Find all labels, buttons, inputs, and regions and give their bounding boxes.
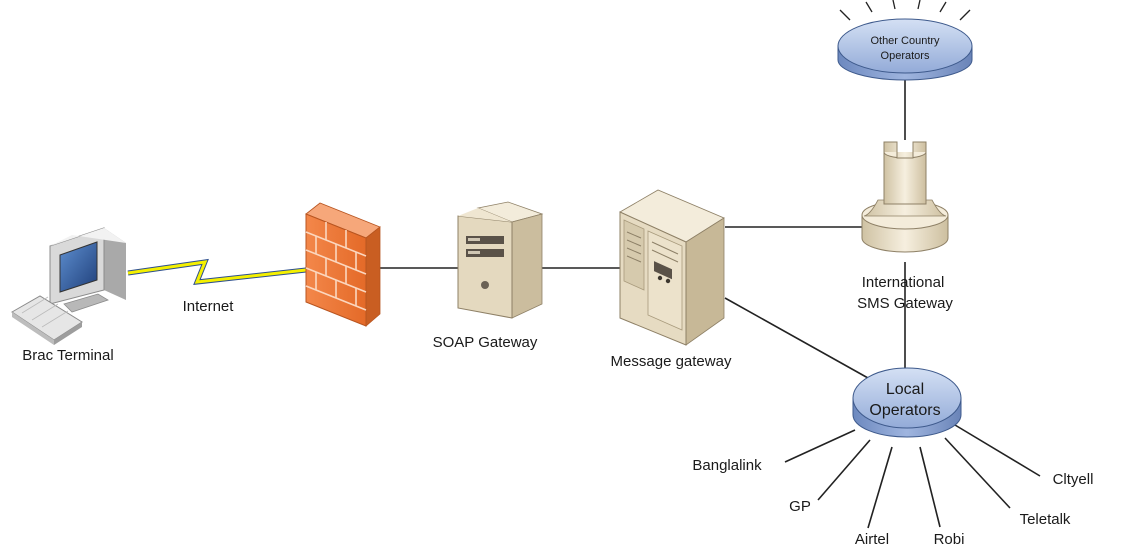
tower-gateway-icon bbox=[861, 140, 949, 253]
internet-label: Internet bbox=[183, 298, 235, 315]
other-country-label-line2: Operators bbox=[881, 50, 930, 62]
server-cabinet-icon bbox=[619, 189, 725, 346]
operator-labels: Banglalink GP Airtel Robi Teletalk Cltye… bbox=[692, 457, 1093, 548]
international-gateway-label-line1: International bbox=[862, 274, 945, 291]
message-gateway-label: Message gateway bbox=[611, 353, 732, 370]
connection-lines bbox=[380, 78, 1041, 529]
operator-label: Airtel bbox=[855, 531, 889, 548]
disc-network-icon bbox=[852, 367, 962, 438]
soap-gateway-label: SOAP Gateway bbox=[433, 334, 538, 351]
spoke-airtel bbox=[867, 446, 893, 529]
spoke-teletalk bbox=[944, 437, 1011, 509]
spoke-cltyell bbox=[954, 424, 1041, 477]
link-message-local bbox=[724, 297, 869, 379]
disc-network-icon bbox=[837, 0, 973, 81]
spoke-robi bbox=[919, 446, 941, 528]
other-country-label-line1: Other Country bbox=[870, 35, 940, 47]
computer-terminal-icon bbox=[11, 227, 126, 345]
operator-label: GP bbox=[789, 498, 811, 515]
brac-terminal-label: Brac Terminal bbox=[22, 347, 113, 364]
spoke-gp bbox=[817, 439, 871, 501]
server-tower-icon bbox=[457, 201, 544, 319]
spoke-banglalink bbox=[784, 429, 856, 463]
international-gateway-label-line2: SMS Gateway bbox=[857, 295, 953, 312]
operator-label: Robi bbox=[934, 531, 965, 548]
local-operators-label-line1: Local bbox=[886, 381, 924, 398]
local-operators-label-line2: Operators bbox=[869, 402, 940, 419]
operator-label: Banglalink bbox=[692, 457, 762, 474]
operator-label: Cltyell bbox=[1053, 471, 1094, 488]
brick-firewall-icon bbox=[305, 202, 381, 327]
operator-label: Teletalk bbox=[1020, 511, 1071, 528]
lightning-link-icon bbox=[127, 258, 307, 285]
